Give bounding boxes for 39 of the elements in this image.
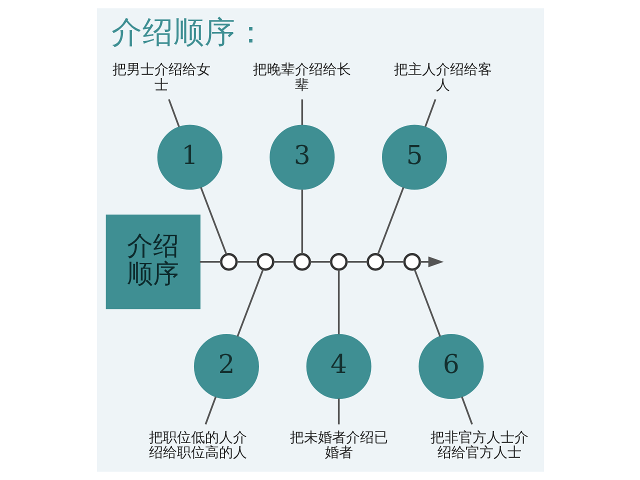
node-circle: [292, 253, 311, 271]
connector: [199, 260, 221, 263]
node-circle: 1: [156, 124, 222, 190]
arrow: [420, 256, 444, 268]
node-text: 把男士介绍给女士: [112, 62, 210, 94]
node-text: 把主人介绍给客人: [393, 62, 492, 94]
connector: [273, 260, 294, 263]
connector: [236, 260, 257, 263]
connector: [236, 269, 264, 337]
connector: [383, 260, 404, 263]
node-circle: 6: [418, 334, 484, 400]
node-circle: 3: [269, 124, 334, 190]
node-circle: 4: [306, 334, 371, 400]
connector: [460, 396, 472, 425]
node-text: 把未婚者介绍已婚者: [289, 430, 388, 462]
node-circle: 5: [382, 124, 447, 190]
connector: [346, 260, 367, 263]
connector: [337, 398, 340, 424]
connector: [413, 269, 440, 337]
connector: [200, 187, 227, 255]
connector: [310, 260, 330, 263]
connector: [300, 99, 303, 125]
node-text: 把职位低的人介绍给职位高的人: [148, 430, 247, 462]
node-circle: [219, 253, 238, 271]
node-text: 把非官方人士介绍给官方人士: [430, 430, 528, 462]
node-box: 介绍顺序: [105, 214, 200, 310]
node-text: 把晚辈介绍给长辈: [252, 62, 351, 94]
node-circle: [329, 253, 348, 271]
connector: [424, 99, 436, 128]
node-circle: [256, 253, 274, 271]
diagram-title: 介绍顺序：: [111, 14, 266, 50]
connector: [204, 396, 216, 425]
node-circle: [366, 253, 384, 271]
node-circle: 2: [193, 334, 258, 400]
connector: [376, 187, 404, 255]
connector: [337, 270, 340, 334]
connector: [300, 190, 303, 254]
node-circle: [402, 253, 421, 271]
connector: [168, 99, 180, 128]
